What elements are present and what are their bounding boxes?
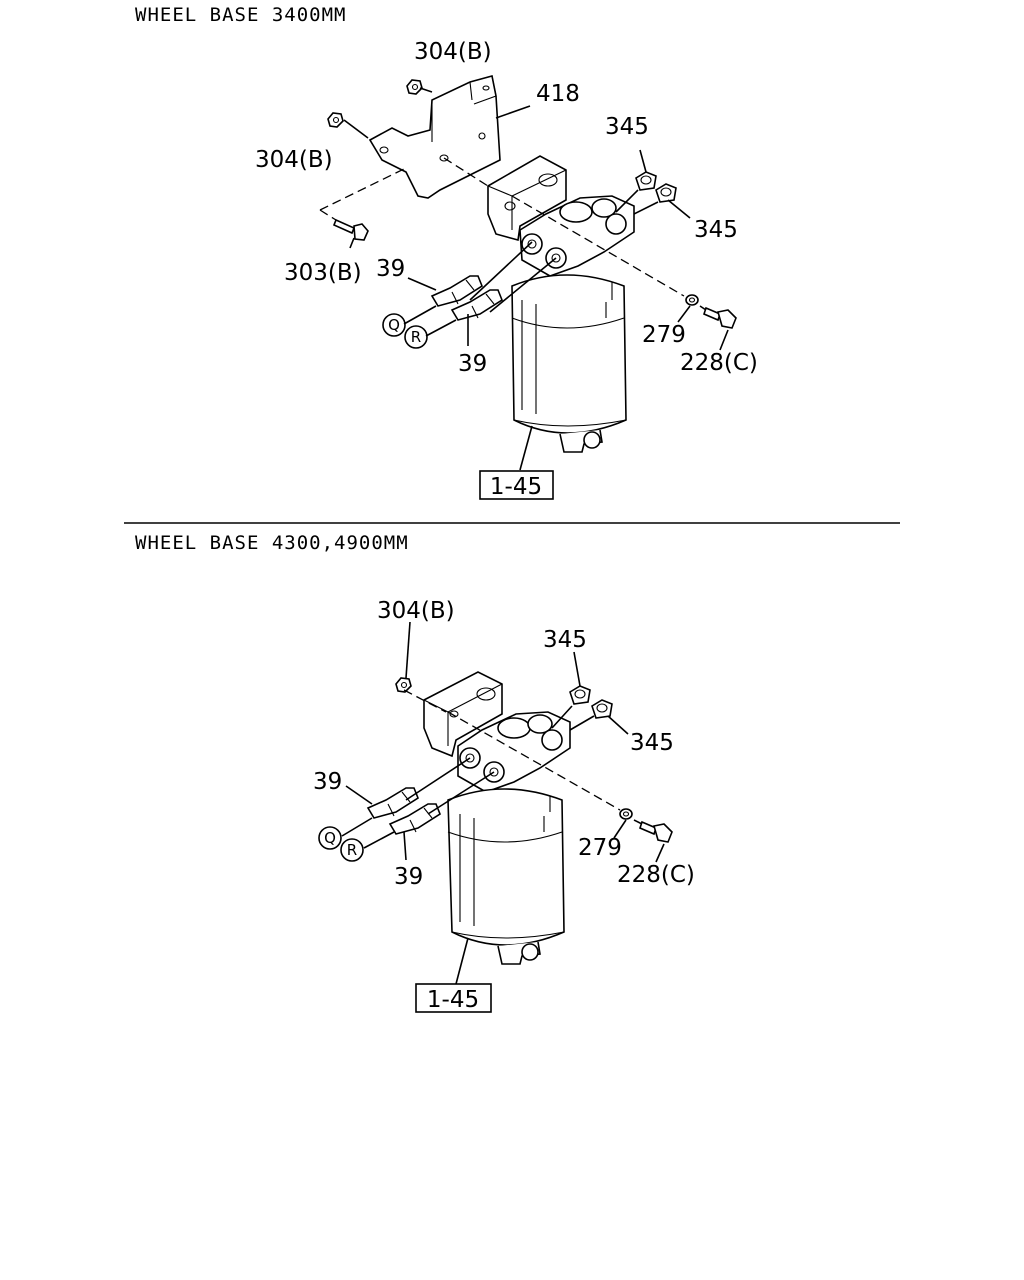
svg-text:R: R [411,328,421,346]
plug-345-top [569,685,591,705]
label-228c: 228(C) [680,350,758,376]
svg-text:1-45: 1-45 [427,987,479,1013]
label-39-upper: 39 [376,256,405,282]
fitting-39-upper [430,275,483,307]
label-345-top: 345 [605,114,649,140]
eye-bolt-228c [639,820,673,843]
nut-304b-top [406,79,423,95]
section-wheel-base-4300-4900: WHEEL BASE 4300,4900MM [135,532,695,1013]
label-228c: 228(C) [617,862,695,888]
ref-box-1-45: 1-45 [415,983,492,1013]
label-39-lower: 39 [394,864,423,890]
section-header: WHEEL BASE 4300,4900MM [135,532,409,554]
ref-box-1-45: 1-45 [479,470,554,500]
fitting-39-upper [366,787,419,819]
section-wheel-base-3400: WHEEL BASE 3400MM [135,4,758,500]
fitting-39-lower [450,289,503,321]
svg-text:Q: Q [388,316,400,334]
label-39-lower: 39 [458,351,487,377]
svg-text:R: R [347,841,357,859]
section-header: WHEEL BASE 3400MM [135,4,346,26]
label-279: 279 [642,322,686,348]
circle-r: R [340,838,364,862]
plug-345-top [635,171,657,191]
label-39-upper: 39 [313,769,342,795]
label-345-right: 345 [694,217,738,243]
label-345-top: 345 [543,627,587,653]
label-345-right: 345 [630,730,674,756]
eye-bolt-228c [703,306,737,329]
leader-lines [341,621,665,985]
circle-r: R [404,325,428,349]
washer-279 [685,294,699,306]
label-303b: 303(B) [284,260,362,286]
leader-lines [319,87,729,471]
label-418: 418 [536,81,580,107]
bolt-303b [332,218,369,241]
label-304b-left: 304(B) [255,147,333,173]
circle-q: Q [382,313,406,337]
nut-304b [395,677,412,693]
label-279: 279 [578,835,622,861]
fitting-39-lower [388,803,441,835]
fuel-filter-assembly [423,671,571,965]
circle-q: Q [318,826,342,850]
label-304b: 304(B) [377,598,455,624]
svg-text:1-45: 1-45 [490,474,542,500]
label-304b-top: 304(B) [414,39,492,65]
fuel-filter-assembly [487,155,635,453]
plug-345-right [655,183,677,203]
bracket-418 [368,75,501,199]
svg-text:Q: Q [324,829,336,847]
plug-345-right [591,699,613,719]
nut-304b-left [327,112,344,128]
washer-279 [619,808,633,820]
